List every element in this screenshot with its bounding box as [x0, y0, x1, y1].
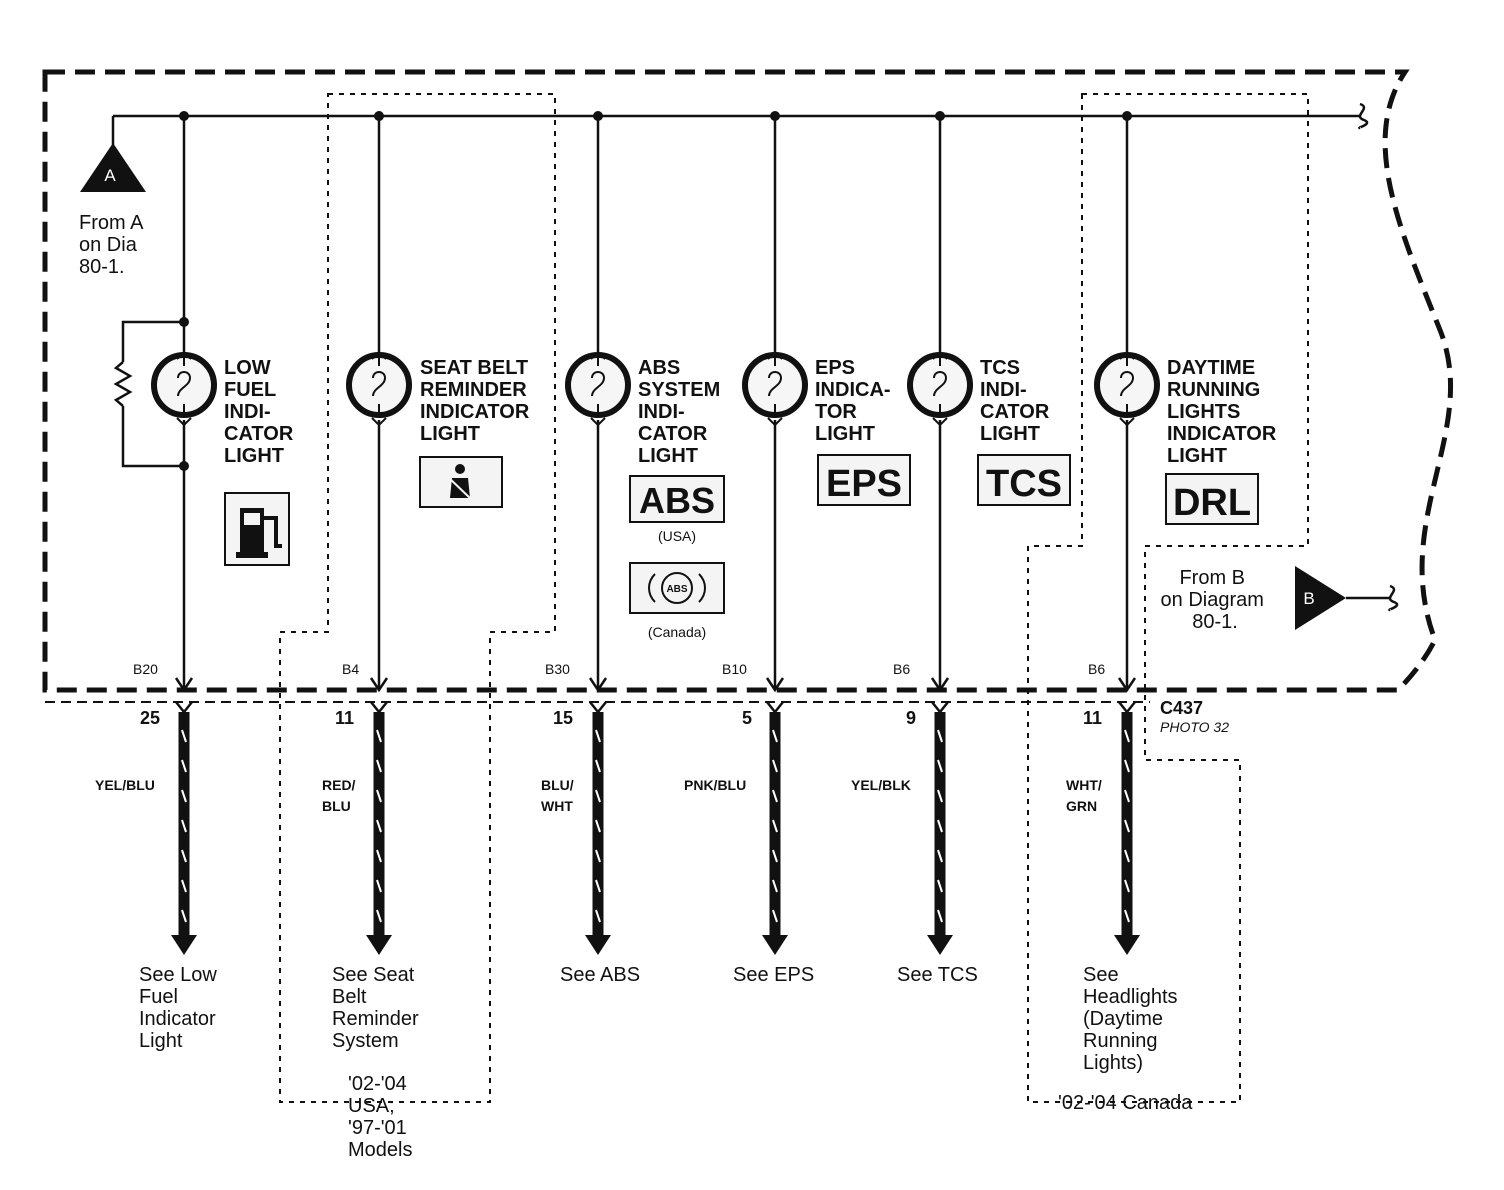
- arrow-down-icon: [762, 935, 788, 955]
- seat-belt-icon: [419, 456, 503, 508]
- terminal-number: 15: [553, 708, 573, 728]
- usa-variant-outline: [279, 93, 556, 1103]
- abs-symbol-box: [629, 475, 725, 523]
- power-bus: [111, 102, 1369, 148]
- bulb-icon: [151, 350, 217, 427]
- pin-label: B4: [342, 661, 359, 677]
- arrow-down-icon: [1114, 935, 1140, 955]
- svg-text:ABS: ABS: [666, 584, 687, 595]
- see-reference: See EPS: [733, 964, 814, 986]
- abs-symbol-text: ABS: [639, 480, 715, 521]
- fuel-pump-icon: [224, 492, 290, 566]
- svg-text:A: A: [104, 166, 116, 185]
- bulb-icon: [565, 350, 631, 427]
- usa-variant-note: '02-'04 USA; '97-'01 Models: [348, 1073, 412, 1161]
- bulb-icon: [1094, 350, 1160, 427]
- eps-symbol-box: [817, 454, 911, 506]
- resistor-icon: [113, 317, 189, 471]
- pin-label: B30: [545, 661, 570, 677]
- wire-color: YEL/BLU: [95, 777, 155, 793]
- wire-color: YEL/BLK: [851, 777, 911, 793]
- eps-symbol-text: EPS: [826, 463, 902, 505]
- wire-color: RED/BLU: [322, 777, 356, 814]
- drl-symbol-text: DRL: [1173, 482, 1251, 524]
- drl-symbol-box: [1165, 473, 1259, 525]
- canada-variant-note: '02-'04 Canada: [1058, 1092, 1193, 1114]
- svg-text:B: B: [1303, 589, 1314, 608]
- arrow-down-icon: [927, 935, 953, 955]
- terminal-number: 5: [742, 708, 752, 728]
- pin-label: B20: [133, 661, 158, 677]
- ref-a-triangle-icon: A: [80, 143, 146, 192]
- arrow-down-icon: [171, 935, 197, 955]
- wire-color: BLU/WHT: [541, 777, 574, 814]
- terminal-number: 9: [906, 708, 916, 728]
- wire-color: PNK/BLU: [684, 777, 746, 793]
- tcs-symbol-box: [977, 454, 1071, 506]
- terminal-number: 25: [140, 708, 160, 728]
- canada-variant-outline: [1027, 93, 1309, 1103]
- gauge-assembly-outline: [42, 69, 1454, 693]
- pin-label: B10: [722, 661, 747, 677]
- bulb-icon: [907, 350, 973, 427]
- wire-color: WHT/GRN: [1066, 777, 1102, 814]
- connector-photo: PHOTO 32: [1160, 719, 1229, 735]
- see-reference: See ABS: [560, 964, 640, 986]
- ref-b-triangle-icon: B: [1295, 566, 1399, 630]
- arrow-down-icon: [585, 935, 611, 955]
- ref-b-note: From B on Diagram 80-1.: [1161, 567, 1270, 633]
- abs-canada-caption: (Canada): [648, 624, 706, 640]
- bulb-icon: [742, 350, 808, 427]
- arrow-down-icon: [366, 935, 392, 955]
- abs-canada-icon: ABS: [629, 562, 725, 614]
- terminal-number: 11: [335, 708, 354, 728]
- bulb-icon: [346, 350, 412, 427]
- see-reference: See TCS: [897, 964, 978, 986]
- ref-a-note: From A on Dia 80-1.: [79, 212, 148, 278]
- terminal-number: 11: [1083, 708, 1102, 728]
- connector-name: C437: [1160, 698, 1203, 718]
- pin-label: B6: [893, 661, 910, 677]
- tcs-symbol-text: TCS: [986, 463, 1062, 505]
- abs-symbol-caption: (USA): [658, 528, 696, 544]
- pin-label: B6: [1088, 661, 1105, 677]
